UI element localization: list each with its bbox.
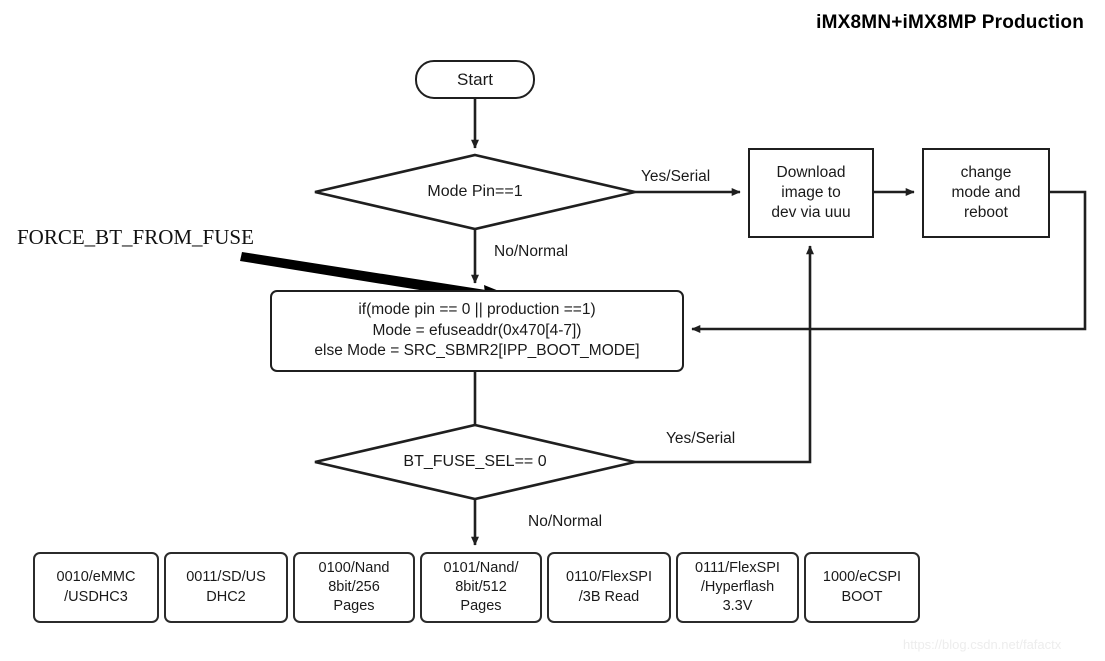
node-boot-mode-3-label: 0101/Nand/ 8bit/512 Pages	[443, 559, 519, 615]
node-process-mode-selection[interactable]: if(mode pin == 0 || production ==1) Mode…	[270, 290, 684, 372]
node-process-mode-selection-label: if(mode pin == 0 || production ==1) Mode…	[314, 301, 640, 360]
edge-label-bt-fuse-no: No/Normal	[528, 513, 603, 530]
node-change-mode-reboot-label: change mode and reboot	[951, 163, 1021, 222]
node-boot-mode-6[interactable]: 1000/eCSPI BOOT	[804, 552, 920, 623]
node-download-image[interactable]: Download image to dev via uuu	[748, 148, 874, 238]
node-boot-mode-4-label: 0110/FlexSPI /3B Read	[566, 569, 652, 605]
node-boot-mode-0[interactable]: 0010/eMMC /USDHC3	[33, 552, 159, 623]
node-boot-mode-4[interactable]: 0110/FlexSPI /3B Read	[547, 552, 671, 623]
watermark: https://blog.csdn.net/fafactx	[903, 637, 1062, 652]
edge-label-bt-fuse-yes: Yes/Serial	[666, 430, 736, 447]
node-decision-mode-pin-label: Mode Pin==1	[427, 183, 523, 200]
node-boot-mode-1[interactable]: 0011/SD/US DHC2	[164, 552, 288, 623]
node-boot-mode-1-label: 0011/SD/US DHC2	[186, 569, 266, 605]
node-download-image-label: Download image to dev via uuu	[771, 163, 851, 222]
page-title: iMX8MN+iMX8MP Production	[816, 12, 1084, 33]
node-start[interactable]: Start	[415, 60, 535, 99]
node-boot-mode-0-label: 0010/eMMC /USDHC3	[56, 569, 136, 605]
node-change-mode-reboot[interactable]: change mode and reboot	[922, 148, 1050, 238]
node-boot-mode-5[interactable]: 0111/FlexSPI /Hyperflash 3.3V	[676, 552, 799, 623]
annotation-force-bt-from-fuse: FORCE_BT_FROM_FUSE	[17, 225, 254, 249]
node-boot-mode-5-label: 0111/FlexSPI /Hyperflash 3.3V	[695, 559, 780, 615]
edge-label-mode-pin-yes: Yes/Serial	[641, 168, 711, 185]
node-start-label: Start	[457, 69, 493, 89]
node-decision-bt-fuse-sel-label: BT_FUSE_SEL== 0	[403, 453, 547, 470]
node-boot-mode-2-label: 0100/Nand 8bit/256 Pages	[318, 559, 390, 615]
node-boot-mode-2[interactable]: 0100/Nand 8bit/256 Pages	[293, 552, 415, 623]
node-boot-mode-6-label: 1000/eCSPI BOOT	[822, 569, 902, 605]
node-boot-mode-3[interactable]: 0101/Nand/ 8bit/512 Pages	[420, 552, 542, 623]
edge-label-mode-pin-no: No/Normal	[494, 243, 569, 260]
